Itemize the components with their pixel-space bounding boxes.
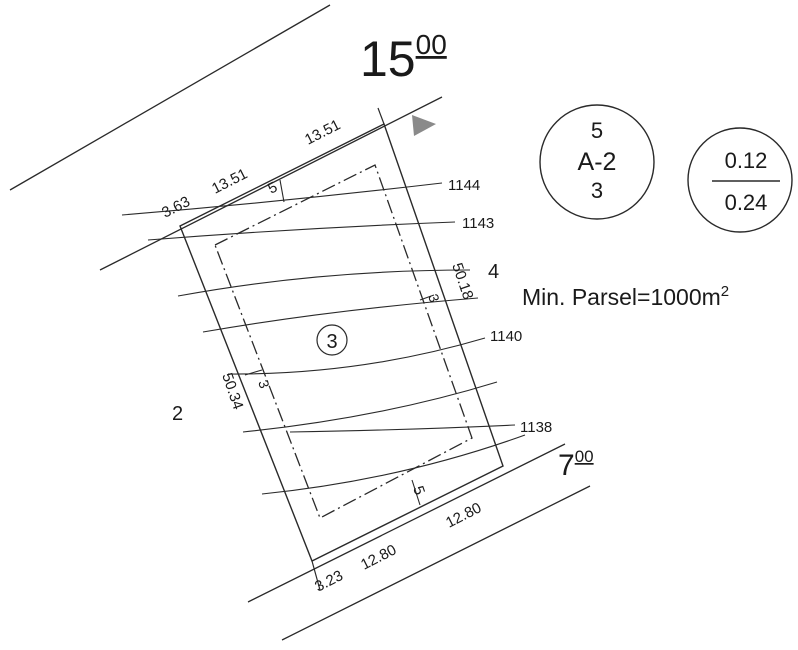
contour-line-1144 [121, 182, 443, 216]
main-road-width-label: 1500 [360, 29, 447, 87]
side-road-edge-south [281, 485, 591, 641]
side-road-width-label: 700 [558, 447, 594, 482]
dim-bottom-segment-1: 3.23 [312, 567, 346, 595]
parcel-edge-right-extension-top [377, 107, 385, 125]
parcel-boundary [179, 123, 504, 562]
dim-left-side: 50.34 [218, 371, 246, 412]
dim-top-segment-2: 13.51 [209, 165, 250, 197]
zoning-code: A-2 [578, 148, 617, 176]
zoning-code-circle [539, 104, 655, 220]
setback-tick-front [279, 179, 285, 203]
contour-label-1138: 1138 [520, 419, 552, 436]
main-road-edge-north [9, 4, 331, 191]
block-number-left: 2 [172, 403, 183, 425]
contour-label-1140: 1140 [490, 328, 522, 345]
dim-right-side: 50.18 [448, 261, 476, 302]
contour-line-1140 [227, 337, 486, 375]
ratio-bottom: 0.24 [725, 190, 768, 215]
dim-setback-front: 5 [265, 179, 280, 198]
contour-line-1137 [261, 434, 526, 495]
dim-bottom-segment-3: 12.80 [443, 499, 484, 531]
setback-tick-back [411, 479, 421, 506]
dim-setback-right: 3 [425, 292, 443, 305]
contour-line-4 [177, 269, 471, 297]
contour-line-1138 [289, 424, 516, 433]
building-ratio-circle [687, 127, 793, 233]
dim-top-segment-3: 13.51 [302, 116, 343, 148]
dim-top-segment-1: 3.63 [159, 193, 193, 221]
zoning-setback-bottom: 3 [591, 178, 603, 203]
contour-line-1141 [202, 297, 479, 333]
block-number-right: 4 [488, 261, 499, 283]
north-arrow-icon [412, 115, 436, 136]
parcel-number-circle [316, 324, 348, 356]
building-setback-line [214, 164, 473, 519]
parcel-edge-left-extension [311, 560, 321, 591]
contour-line-1139 [242, 381, 498, 433]
setback-tick-right [419, 294, 435, 301]
zoning-setback-top: 5 [591, 118, 603, 143]
min-parcel-note: Min. Parsel=1000m2 [522, 283, 729, 310]
parcel-number: 3 [326, 331, 337, 353]
side-road-edge-north [247, 443, 566, 603]
contour-label-1143: 1143 [462, 215, 494, 232]
contour-line-1143 [147, 221, 456, 241]
contour-label-1144: 1144 [448, 177, 480, 194]
dim-setback-back: 5 [409, 484, 428, 497]
dim-bottom-segment-2: 12.80 [358, 541, 399, 573]
ratio-top: 0.12 [725, 148, 768, 173]
